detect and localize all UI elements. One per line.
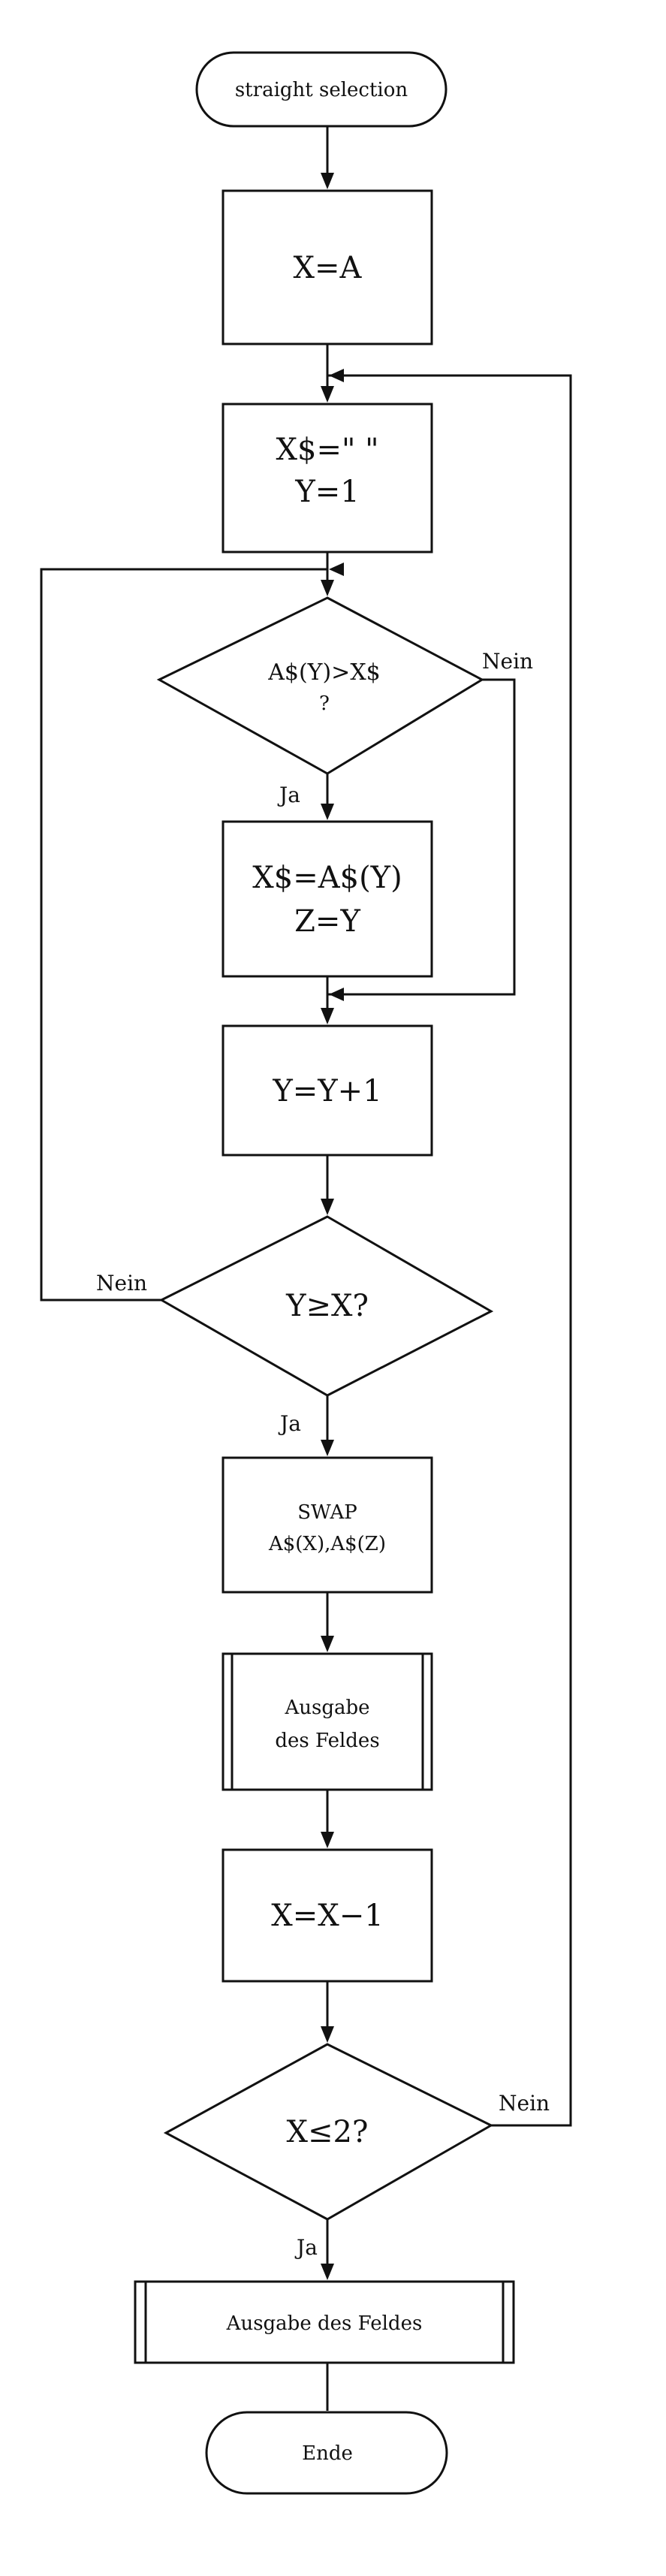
arrowhead-icon [329,988,344,1001]
arrowhead-icon [321,1636,334,1652]
arrowhead-icon [321,1199,334,1215]
decision-x-le-2-label: X≤2? [287,2115,369,2149]
connectors [40,126,572,2411]
process-decrement: X=X−1 [221,1848,433,1983]
decision-y-ge-x-diamond [158,1215,494,1397]
process-init-line1: X$=" " [276,433,379,467]
decision-compare-line1: A$(Y)>X$ [267,659,381,686]
process-assign-x-label: X=A [294,251,363,285]
decision-compare-line2: ? [319,692,330,715]
subroutine-output-1: Ausgabe des Feldes [221,1652,433,1791]
process-store-line1: X$=A$(Y) [252,861,402,895]
arrowhead-icon [321,804,334,820]
process-increment-label: Y=Y+1 [272,1074,381,1109]
process-swap-line2: A$(X),A$(Z) [268,1533,386,1555]
decision-y-ge-x-yes-label: Ja [278,1411,301,1436]
process-init-box [221,403,433,554]
arrowhead-icon [329,563,344,576]
process-init-line2: Y=1 [294,475,359,509]
loop-y-ge-x-no-path [40,568,327,1302]
subroutine-output-1-box [221,1652,433,1791]
decision-compare-diamond [156,596,485,775]
decision-x-le-2-yes-label: Ja [294,2235,318,2260]
loop-x-le-2-no-path [327,374,572,2127]
subroutine-output-1-line2: des Feldes [275,1730,379,1752]
subroutine-output-2-label: Ausgabe des Feldes [226,2312,423,2335]
decision-x-le-2-diamond [163,2043,494,2221]
arrowhead-icon [321,1832,334,1848]
loop-compare-no-path [327,678,516,996]
arrowhead-icon [321,1008,334,1024]
process-decrement-label: X=X−1 [271,1899,383,1933]
arrowhead-icon [321,2026,334,2043]
decision-compare-yes-label: Ja [277,783,300,807]
process-decrement-box [221,1848,433,1983]
start-terminal-shape [195,51,448,128]
end-terminal: Ende [205,2411,448,2495]
arrowhead-icon [321,173,334,189]
arrowhead-icon [329,369,344,382]
process-store-line2: Z=Y [294,904,360,939]
process-store: X$=A$(Y) Z=Y [221,820,433,978]
start-terminal: straight selection [195,51,448,128]
process-increment: Y=Y+1 [221,1024,433,1157]
decision-y-ge-x: Y≥X? Nein Ja [96,1215,494,1436]
end-terminal-shape [205,2411,448,2495]
process-assign-x-box [221,189,433,345]
decision-x-le-2: X≤2? Nein Ja [163,2043,550,2260]
arrowhead-icon [321,2264,334,2280]
process-increment-box [221,1024,433,1157]
decision-x-le-2-no-label: Nein [499,2091,550,2116]
decision-y-ge-x-no-label: Nein [96,1271,147,1296]
decision-compare-no-label: Nein [482,649,533,674]
process-swap-box [221,1456,433,1594]
process-store-box [221,820,433,978]
arrowhead-icon [321,386,334,403]
subroutine-output-1-line1: Ausgabe [284,1697,369,1719]
process-init: X$=" " Y=1 [221,403,433,554]
arrowhead-icon [321,580,334,596]
process-assign-x: X=A [221,189,433,345]
end-label: Ende [302,2442,353,2465]
arrowheads [321,173,344,2280]
start-label: straight selection [235,79,408,101]
subroutine-output-2: Ausgabe des Feldes [134,2280,515,2364]
subroutine-output-2-box [134,2280,515,2364]
arrowhead-icon [321,1440,334,1456]
process-swap: SWAP A$(X),A$(Z) [221,1456,433,1594]
process-swap-line1: SWAP [297,1501,357,1524]
decision-compare: A$(Y)>X$ ? Nein Ja [156,596,533,807]
decision-y-ge-x-label: Y≥X? [285,1289,369,1323]
